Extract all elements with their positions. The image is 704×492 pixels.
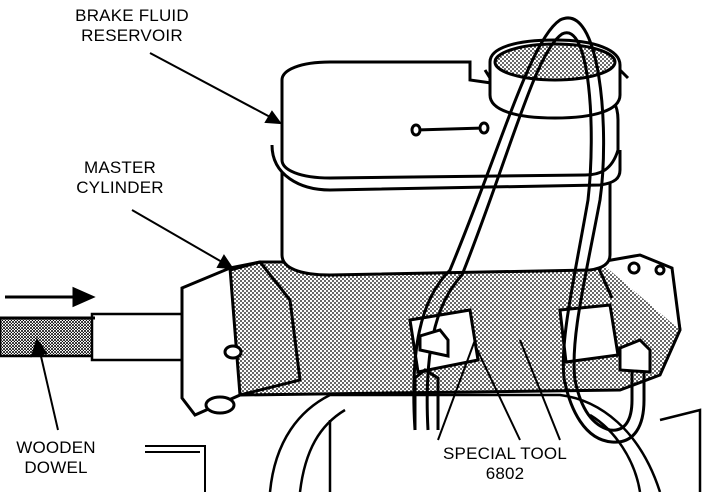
label-rule-wooden-dowel bbox=[145, 445, 206, 492]
label-wooden-dowel: WOODEN DOWEL bbox=[6, 438, 106, 478]
brake-booster bbox=[268, 393, 702, 492]
label-special-tool-line2: 6802 bbox=[485, 464, 525, 483]
label-brake-fluid-reservoir-line1: BRAKE FLUID bbox=[75, 6, 189, 25]
label-brake-fluid-reservoir-line2: RESERVOIR bbox=[81, 26, 183, 45]
label-brake-fluid-reservoir: BRAKE FLUID RESERVOIR bbox=[62, 6, 202, 46]
push-arrow-icon bbox=[5, 286, 96, 308]
label-master-cylinder-line2: CYLINDER bbox=[76, 178, 164, 197]
label-wooden-dowel-line1: WOODEN bbox=[16, 438, 96, 457]
label-master-cylinder: MASTER CYLINDER bbox=[60, 158, 180, 198]
label-master-cylinder-line1: MASTER bbox=[83, 158, 157, 177]
label-wooden-dowel-line2: DOWEL bbox=[24, 458, 88, 477]
label-special-tool-line1: SPECIAL TOOL bbox=[443, 444, 567, 463]
wooden-dowel bbox=[0, 312, 184, 362]
leader-lines bbox=[30, 52, 561, 441]
special-tool-6802 bbox=[412, 16, 652, 444]
label-special-tool: SPECIAL TOOL 6802 bbox=[420, 444, 590, 484]
brake-fluid-reservoir bbox=[270, 38, 630, 277]
